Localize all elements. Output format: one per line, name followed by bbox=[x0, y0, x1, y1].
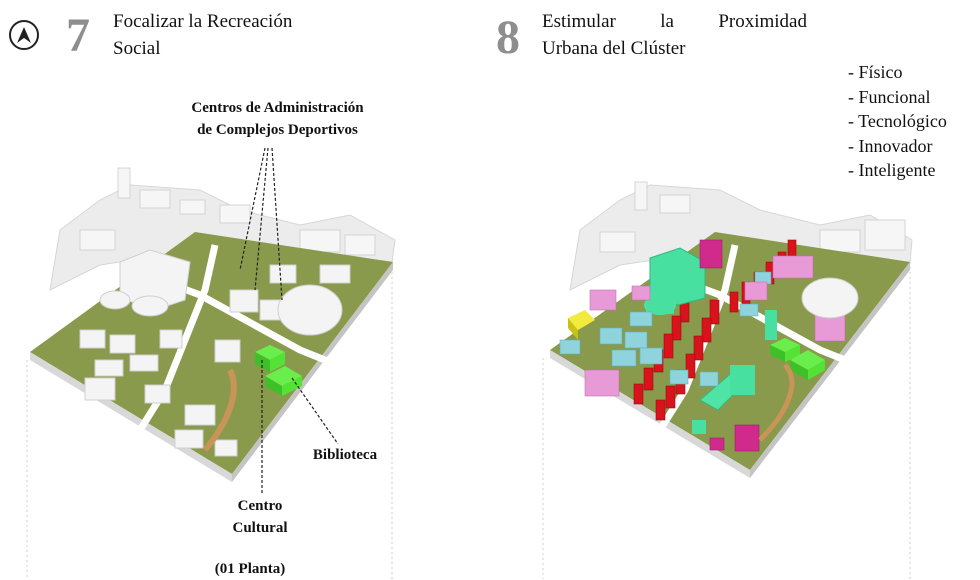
panel-8-title-line1: Estimular la Proximidad bbox=[542, 8, 807, 35]
label-biblioteca: Biblioteca bbox=[312, 447, 378, 463]
right-cyan-buildings bbox=[559, 271, 772, 387]
north-arrow-icon bbox=[17, 27, 31, 43]
label-centro-cultural: Centro Cultural bbox=[225, 495, 295, 539]
proximity-type-item: Tecnológico bbox=[848, 109, 947, 134]
right-green-buildings bbox=[770, 338, 825, 380]
proximity-type-item: Físico bbox=[848, 60, 947, 85]
left-ground-side-r bbox=[232, 262, 393, 482]
label-admin-line2: de Complejos Deportivos bbox=[197, 122, 358, 138]
label-centro-line2: Cultural bbox=[232, 520, 288, 536]
left-leader-lines bbox=[239, 147, 339, 495]
left-buildings bbox=[79, 249, 351, 457]
right-backdrop-buildings bbox=[599, 181, 906, 253]
right-pink-buildings bbox=[584, 255, 846, 397]
label-planta: (01 Planta) bbox=[214, 561, 286, 577]
proximity-type-item: Inteligente bbox=[848, 158, 947, 183]
proximity-types-list: Físico Funcional Tecnológico Innovador I… bbox=[848, 60, 947, 183]
right-stadium bbox=[801, 277, 859, 319]
right-pathway bbox=[758, 363, 795, 442]
right-magenta-buildings bbox=[699, 239, 760, 452]
proximity-type-item: Innovador bbox=[848, 134, 947, 159]
panel-7-number: 7 bbox=[66, 9, 90, 62]
left-highlighted-buildings bbox=[255, 345, 302, 396]
panel-8-title-line2: Urbana del Clúster bbox=[542, 38, 686, 59]
panel-7-title-line1: Focalizar la Recreación bbox=[113, 11, 293, 32]
panel-8-title-word: Proximidad bbox=[718, 11, 807, 32]
frame-lines bbox=[26, 262, 911, 579]
right-ground-side-r bbox=[750, 262, 910, 478]
proximity-type-item: Funcional bbox=[848, 85, 947, 110]
label-admin-line1: Centros de Administración bbox=[191, 100, 364, 116]
label-admin-centers: Centros de Administración de Complejos D… bbox=[165, 97, 390, 141]
panel-8-title-word: Estimular bbox=[542, 11, 616, 32]
right-yellow-building bbox=[568, 310, 595, 340]
north-arrow bbox=[9, 20, 39, 50]
panel-8-number: 8 bbox=[496, 11, 520, 64]
right-model bbox=[550, 181, 913, 478]
panel-8-title: Estimular la Proximidad Urbana del Clúst… bbox=[542, 8, 807, 62]
left-ground-side bbox=[30, 352, 232, 482]
left-backdrop-buildings bbox=[79, 167, 376, 256]
panel-8-title-word: la bbox=[660, 11, 674, 32]
panel-7-title: Focalizar la Recreación Social bbox=[113, 8, 353, 62]
left-pathway bbox=[202, 368, 237, 452]
label-centro-line1: Centro bbox=[237, 498, 283, 514]
right-mint-buildings bbox=[644, 247, 777, 434]
panel-7-title-line2: Social bbox=[113, 38, 161, 59]
left-model bbox=[30, 147, 396, 495]
